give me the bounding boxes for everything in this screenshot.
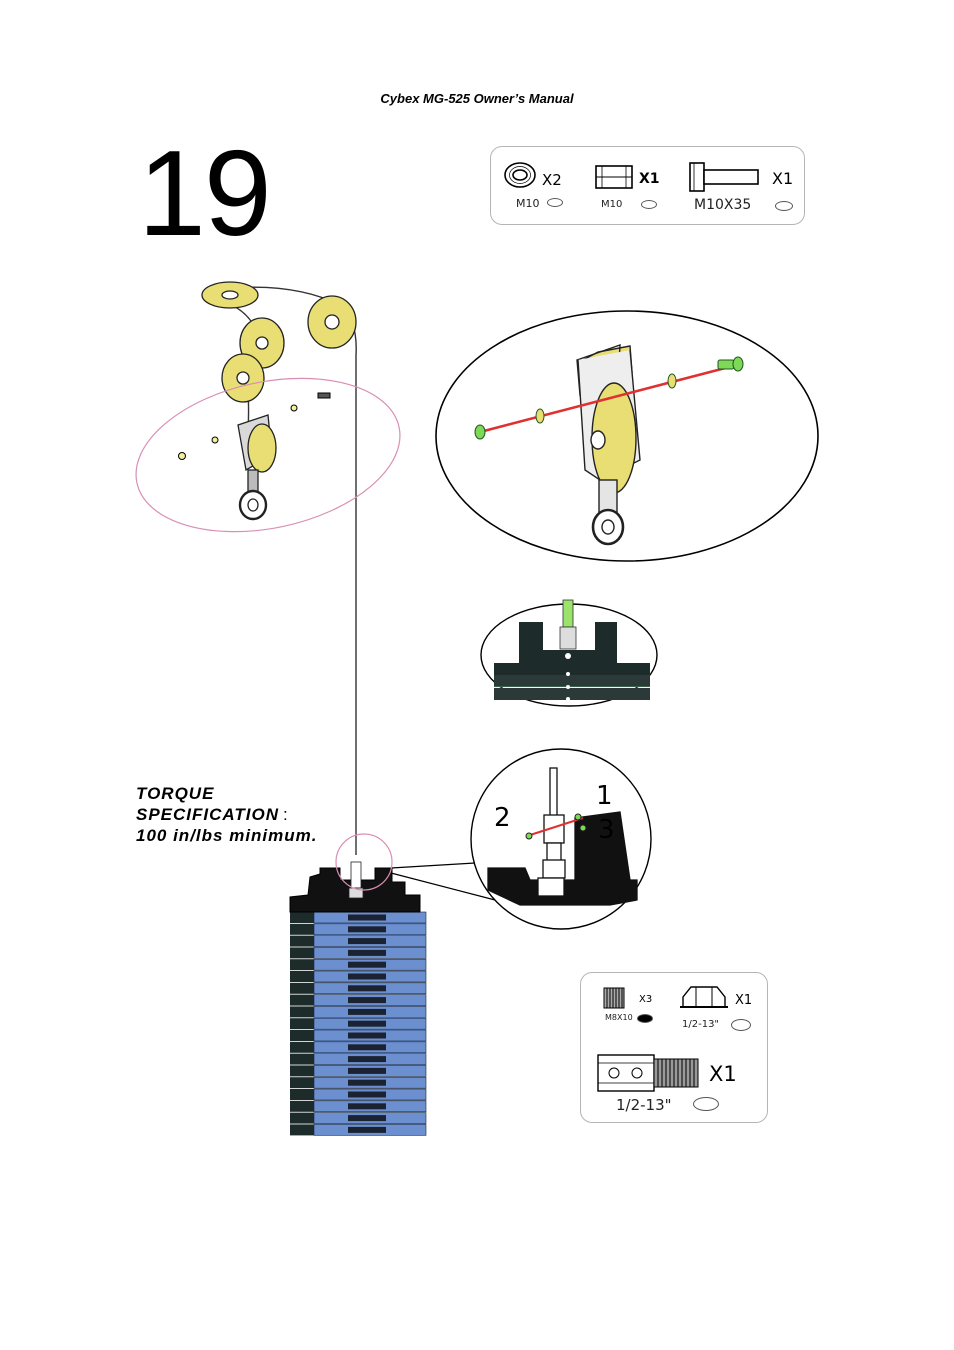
weight-plate-side (290, 994, 314, 1006)
weight-plate-label (348, 1020, 386, 1027)
weight-plate-label (348, 1079, 386, 1086)
callout-ellipse-pulley (135, 377, 401, 533)
step-number: 19 (138, 125, 272, 261)
weight-plate-label (348, 1103, 386, 1110)
pulley-cluster (201, 281, 357, 521)
weight-plate-label (348, 1044, 386, 1051)
pointer-line-2 (390, 872, 496, 901)
torque-specification: TORQUE SPECIFICATION: 100 in/lbs minimum… (136, 783, 318, 846)
detail-selector-stem (487, 767, 638, 906)
hex-nut-label: 1/2-13" (682, 1019, 720, 1030)
weight-plate-label (348, 938, 386, 945)
adapter-qty: X1 (709, 1062, 737, 1086)
selector-top-block (289, 861, 421, 913)
weight-plate-side (290, 1065, 314, 1077)
detail-pulley-assembly (576, 343, 641, 546)
weight-plate-side (290, 1077, 314, 1089)
detail-small-hardware (525, 813, 587, 840)
washer-qty: X2 (542, 171, 562, 189)
detail-hardware (474, 356, 744, 440)
adapter-label: 1/2-13" (616, 1096, 672, 1114)
weight-plate-side (290, 1112, 314, 1124)
weight-plate-side (290, 1030, 314, 1041)
weight-plate-label (348, 914, 386, 921)
manual-header: Cybex MG-525 Owner’s Manual (380, 91, 574, 106)
weight-plate-side (290, 935, 314, 947)
nut-qty: X1 (639, 171, 660, 187)
detail-weight-top (494, 599, 650, 701)
weight-stack (290, 911, 427, 1136)
weight-plate-side (290, 947, 314, 959)
washer-oval-icon (547, 198, 563, 207)
weight-plate-side (290, 1053, 314, 1065)
hex-nut-icon (680, 986, 728, 1008)
weight-plate-side (290, 1100, 314, 1112)
weight-plate-label (348, 961, 386, 968)
weight-plate-side (290, 971, 314, 982)
weight-plate-label (348, 926, 386, 933)
weight-plate-side (290, 912, 314, 923)
bolt-qty: X1 (772, 169, 794, 188)
weight-plate-label (348, 949, 386, 956)
weight-plate-side (290, 1124, 314, 1136)
set-screw-label: M8X10 (605, 1013, 633, 1022)
adapter-oval-icon (693, 1097, 719, 1111)
weight-plate-label (348, 973, 386, 980)
hex-nut-qty: X1 (735, 993, 753, 1008)
nut-icon (595, 165, 633, 189)
threaded-adapter-icon (597, 1054, 699, 1092)
weight-plate-side (290, 1006, 314, 1018)
weight-plate-side (290, 982, 314, 994)
weight-plate-side (290, 959, 314, 971)
detail-red-line (526, 817, 584, 837)
washer-icon (504, 162, 536, 188)
hardware-parts-small (178, 392, 331, 460)
callout-number-3: 3 (598, 815, 615, 845)
red-axis-line (479, 364, 734, 434)
weight-plate-label (348, 1008, 386, 1015)
weight-plate-label (348, 997, 386, 1004)
weight-plate-side (290, 923, 314, 935)
torque-line-2: SPECIFICATION (136, 805, 280, 824)
callout-number-1: 1 (596, 781, 613, 811)
set-screw-oval-icon (637, 1014, 653, 1023)
set-screw-icon (603, 987, 625, 1009)
torque-line-3: 100 in/lbs minimum. (136, 826, 318, 845)
bolt-label: M10X35 (694, 197, 752, 213)
weight-plate-side (290, 1089, 314, 1100)
set-screw-qty: X3 (639, 994, 653, 1005)
torque-line-1: TORQUE (136, 784, 215, 803)
nut-label: M10 (601, 199, 623, 210)
parts-box-bottom: X3 M8X10 X1 1/2-13" X1 1/2-13" (580, 972, 768, 1123)
hex-nut-oval-icon (731, 1019, 751, 1031)
weight-plate-label (348, 1091, 386, 1098)
nut-oval-icon (641, 200, 657, 209)
weight-plate-side (290, 1041, 314, 1053)
callout-number-2: 2 (494, 803, 511, 833)
weight-plate-side (290, 1018, 314, 1030)
bolt-icon (689, 162, 759, 192)
parts-box-top: X2 M10 X1 M10 X1 M10X35 (490, 146, 805, 225)
weight-plate-label (348, 985, 386, 992)
washer-label: M10 (516, 197, 540, 210)
pointer-line (390, 862, 476, 869)
weight-plate-label (348, 1115, 386, 1122)
weight-plate-label (348, 1056, 386, 1063)
weight-plate-label (348, 1067, 386, 1074)
weight-plate-label (348, 1032, 386, 1039)
bolt-oval-icon (775, 201, 793, 211)
callout-circle-selector (335, 833, 393, 891)
torque-colon: : (283, 805, 289, 824)
weight-plate-label (348, 1126, 386, 1133)
